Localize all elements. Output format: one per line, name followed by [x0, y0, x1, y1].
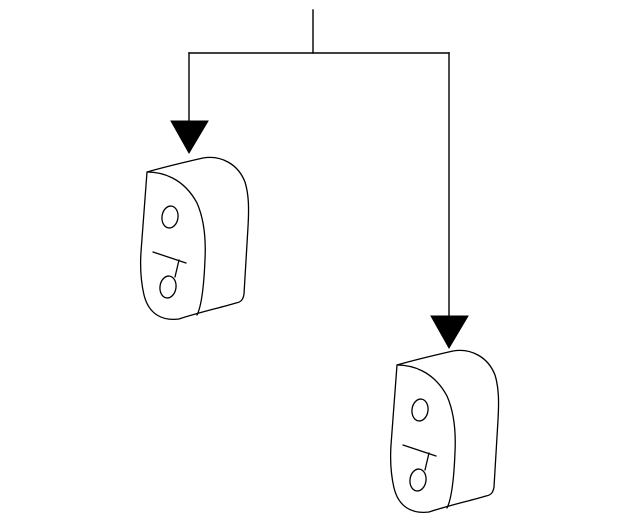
part-insulator-2: [389, 349, 500, 514]
part-edge: [396, 364, 456, 509]
slot-mark: [152, 251, 187, 278]
upper-hole: [161, 205, 179, 229]
rubber-mount-icon: [139, 156, 250, 321]
upper-hole: [411, 398, 429, 422]
lower-hole: [159, 275, 177, 299]
part-insulator-1: [139, 156, 250, 321]
leader-lines: [188, 9, 450, 319]
arrowheads: [170, 120, 469, 349]
arrowhead-left-icon: [170, 120, 209, 154]
part-edge: [146, 171, 206, 316]
arrowhead-right-icon: [430, 315, 469, 349]
slot-mark: [402, 444, 437, 471]
rubber-mount-icon: [389, 349, 500, 514]
lower-hole: [409, 468, 427, 492]
